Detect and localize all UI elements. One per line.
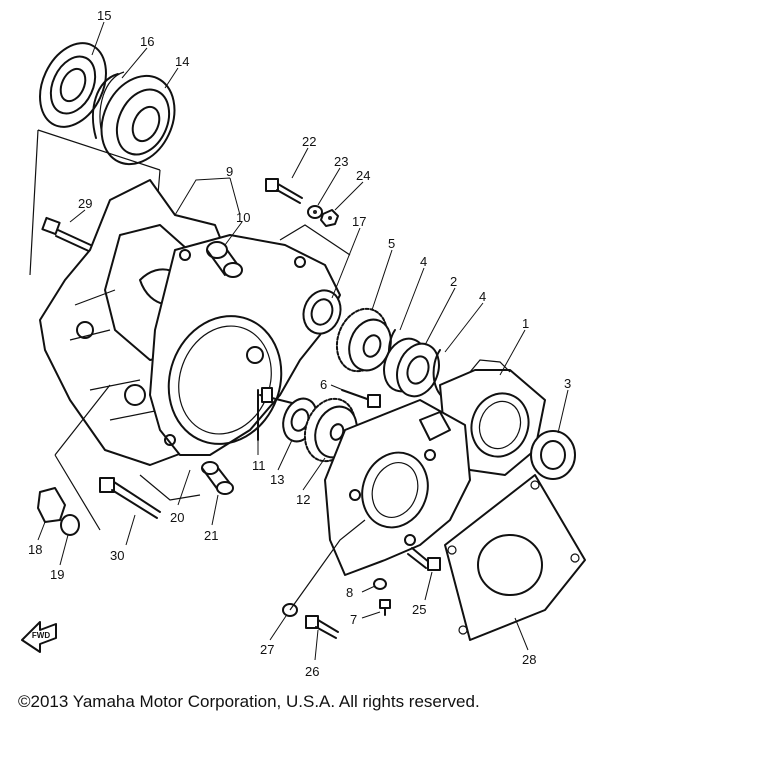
callout-9: 9	[226, 164, 233, 179]
callout-10: 10	[236, 210, 250, 225]
callout-30: 30	[110, 548, 124, 563]
dowel-21	[201, 461, 234, 495]
callout-26: 26	[305, 664, 319, 679]
fwd-arrow-icon: FWD	[21, 621, 57, 653]
bolt-29	[41, 216, 96, 254]
fwd-label: FWD	[32, 631, 50, 640]
callout-11: 11	[252, 458, 266, 473]
gear-5	[335, 307, 392, 373]
callout-27: 27	[260, 642, 274, 657]
callout-23: 23	[334, 154, 348, 169]
callout-25: 25	[412, 602, 426, 617]
exploded-parts-diagram: FWD 15 16 14	[21, 8, 586, 679]
callout-17: 17	[352, 214, 366, 229]
oil-seal-3	[530, 430, 576, 480]
washer-8	[373, 578, 387, 590]
collar-2	[383, 337, 440, 398]
callout-21: 21	[204, 528, 218, 543]
callout-16: 16	[140, 34, 154, 49]
oil-seal-17	[302, 289, 342, 335]
callout-7: 7	[350, 612, 357, 627]
callout-29: 29	[78, 196, 92, 211]
screw-7	[379, 599, 391, 616]
callout-13: 13	[270, 472, 284, 487]
callout-4b: 4	[479, 289, 486, 304]
callout-1: 1	[522, 316, 529, 331]
bolt-26	[305, 615, 339, 639]
callout-4a: 4	[420, 254, 427, 269]
leader-lines	[37, 21, 569, 661]
copyright-notice: ©2013 Yamaha Motor Corporation, U.S.A. A…	[18, 692, 480, 711]
nut-24	[320, 209, 339, 227]
callout-6: 6	[320, 377, 327, 392]
callout-18: 18	[28, 542, 42, 557]
gasket-28	[444, 474, 586, 641]
washer-23	[307, 205, 323, 219]
bolt-25	[407, 547, 441, 571]
callout-2: 2	[450, 274, 457, 289]
callout-12: 12	[296, 492, 310, 507]
callout-15: 15	[97, 8, 111, 23]
crankcase-right-gasket-20	[149, 234, 341, 456]
bolt-30	[99, 477, 161, 519]
bolt-22	[265, 178, 303, 204]
callout-3: 3	[564, 376, 571, 391]
cover-plate	[324, 399, 471, 576]
callout-8: 8	[346, 585, 353, 600]
callout-20: 20	[170, 510, 184, 525]
callout-28: 28	[522, 652, 536, 667]
callout-5: 5	[388, 236, 395, 251]
o-ring-19	[60, 514, 80, 536]
dowel-10	[206, 241, 243, 278]
callout-numbers: 15 16 14 9 10 22 23 24 29 17 5 4 2 4 1 3…	[28, 8, 571, 679]
bearing-14	[100, 74, 176, 166]
bearing-15	[39, 42, 107, 128]
drain-plug-18	[37, 487, 66, 523]
callout-24: 24	[356, 168, 370, 183]
callout-14: 14	[175, 54, 189, 69]
callout-22: 22	[302, 134, 316, 149]
callout-19: 19	[50, 567, 64, 582]
